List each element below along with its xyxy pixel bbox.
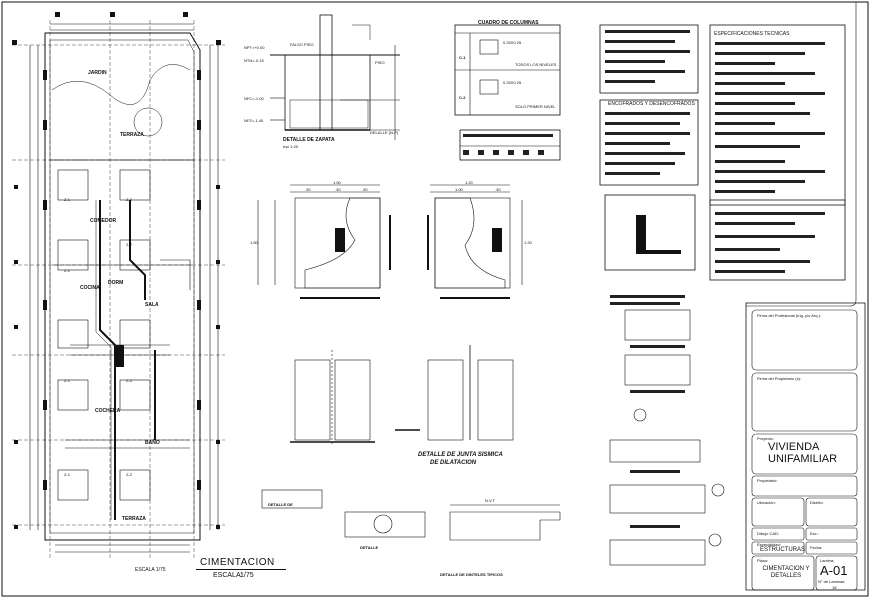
footing-subdim: .30 bbox=[305, 187, 311, 192]
especialidad-value: ESTRUCTURAS bbox=[760, 547, 806, 553]
footing-dim-side: 1.20 bbox=[524, 240, 532, 245]
zapata-detail-title: DETALLE DE ZAPATA bbox=[283, 137, 335, 143]
plan-scale-small: ESCALA 1/75 bbox=[135, 567, 166, 573]
zapata-tag: Z-2 bbox=[126, 378, 132, 383]
ubicacion-label: Ubicación: bbox=[757, 500, 776, 505]
room-label: JARDIN bbox=[88, 70, 107, 76]
level-label: NFZ=-1.40 bbox=[244, 118, 264, 123]
especialidad-label: Especialidad: bbox=[757, 542, 781, 547]
project-name: VIVIENDA UNIFAMILIAR bbox=[768, 441, 838, 465]
level-label: FALSO PISO bbox=[290, 42, 314, 47]
diseno-label: Diseño: bbox=[810, 500, 824, 505]
columns-table-title: CUADRO DE COLUMNAS bbox=[478, 20, 539, 26]
level-label: PISO bbox=[375, 60, 385, 65]
seismic-joint-detail-drawing bbox=[290, 345, 514, 445]
column-size: 0.25X0.25 bbox=[503, 40, 522, 45]
zapata-tag: Z-1 bbox=[64, 472, 70, 477]
nvt-label: N.V.T bbox=[485, 498, 495, 503]
seismic-joint-title: DETALLE DE JUNTA SISMICA bbox=[418, 452, 503, 458]
propietario-label: Firma del Propietario (s): bbox=[757, 376, 802, 381]
section-bottom-note: DETALLE DE DINTELES TIPICOS bbox=[440, 572, 503, 577]
column-size: 0.25X0.25 bbox=[503, 80, 522, 85]
proyecto-label: Proyecto: bbox=[757, 436, 774, 441]
notes-text-bars bbox=[463, 30, 825, 528]
foundation-plan bbox=[12, 20, 225, 560]
room-label: TERRAZA bbox=[122, 516, 146, 522]
section-details-drawing bbox=[261, 489, 561, 541]
level-label: NPT=+0.00 bbox=[244, 45, 265, 50]
column-tag: C-2 bbox=[459, 95, 466, 100]
encofrados-title: ENCOFRADOS Y DESENCOFRADOS bbox=[608, 101, 695, 107]
n-laminas-value: 18 bbox=[832, 585, 837, 590]
plano-value: CIMENTACION Y DETALLES bbox=[762, 566, 810, 579]
plan-title: CIMENTACION bbox=[200, 557, 275, 568]
column-top: SOLO PRIMER NIVEL bbox=[515, 104, 556, 109]
column-top: TODOS LOS NIVELES bbox=[515, 62, 557, 67]
footing-dim: 1.50 bbox=[333, 180, 341, 185]
footing-subdim: .30 bbox=[362, 187, 368, 192]
plan-scale-label: ESCALA: bbox=[213, 572, 243, 579]
room-label: TERRAZA bbox=[120, 132, 144, 138]
section-label: DETALLE bbox=[360, 545, 379, 550]
zapata-detail-scale: esc 1:20 bbox=[283, 144, 299, 149]
specs-title: ESPECIFICACIONES TECNICAS bbox=[714, 31, 790, 37]
profesional-label: Firma del Profesional (Ing. y/o Arq.): bbox=[757, 313, 822, 318]
lamina-label: Lamina: bbox=[820, 558, 835, 563]
level-label: NFC=-1.00 bbox=[244, 96, 264, 101]
n-laminas-label: N° de Laminas: bbox=[818, 579, 846, 584]
zapata-tag: Z-1 bbox=[64, 268, 70, 273]
footing-dim: 1.20 bbox=[465, 180, 473, 185]
plan-scale-value: 1/75 bbox=[240, 572, 254, 579]
footing-subdim: .30 bbox=[495, 187, 501, 192]
columns-table-drawing bbox=[454, 24, 561, 161]
room-label: COMEDOR bbox=[90, 218, 117, 224]
footing-dim-side: 1.50 bbox=[250, 240, 258, 245]
room-label: COCHERA bbox=[95, 408, 121, 414]
level-label: NTN=-0.15 bbox=[244, 58, 264, 63]
room-label: DORM bbox=[108, 280, 124, 286]
seismic-joint-title2: DE DILATACION bbox=[430, 460, 477, 466]
zapata-tag: Z-1 bbox=[64, 378, 70, 383]
zapata-detail-drawing bbox=[270, 14, 400, 140]
footing-subdim: .30 bbox=[335, 187, 341, 192]
propietario2-label: Propietario: bbox=[757, 478, 778, 483]
zapata-tag: Z-2 bbox=[126, 197, 132, 202]
fecha-label: Fecha: bbox=[810, 545, 823, 550]
room-label: COCINA bbox=[80, 285, 100, 291]
title-block-lines bbox=[751, 309, 858, 591]
plan-wall-marks bbox=[12, 12, 681, 529]
small-tables-drawing bbox=[604, 194, 725, 566]
section-label: DETALLE DE bbox=[268, 502, 293, 507]
column-tag: C-1 bbox=[459, 55, 466, 60]
room-label: BAÑO bbox=[145, 440, 160, 446]
plan-title-underline bbox=[196, 569, 286, 570]
dibujo-label: Dibujo CAD: bbox=[757, 531, 780, 536]
plano-label: Plano: bbox=[757, 558, 769, 563]
footing-plan-drawings bbox=[257, 184, 523, 299]
zapata-tag: Z-1 bbox=[64, 197, 70, 202]
footing-subdim: 1.00 bbox=[455, 187, 463, 192]
esc-label: Esc.: bbox=[810, 531, 819, 536]
zapata-tag: Z-2 bbox=[126, 242, 132, 247]
zapata-tag: Z-2 bbox=[126, 472, 132, 477]
room-label: SALA bbox=[145, 302, 159, 308]
zapata-note: DELALLE (N-P) bbox=[370, 130, 399, 135]
lamina-value: A-01 bbox=[820, 563, 848, 578]
